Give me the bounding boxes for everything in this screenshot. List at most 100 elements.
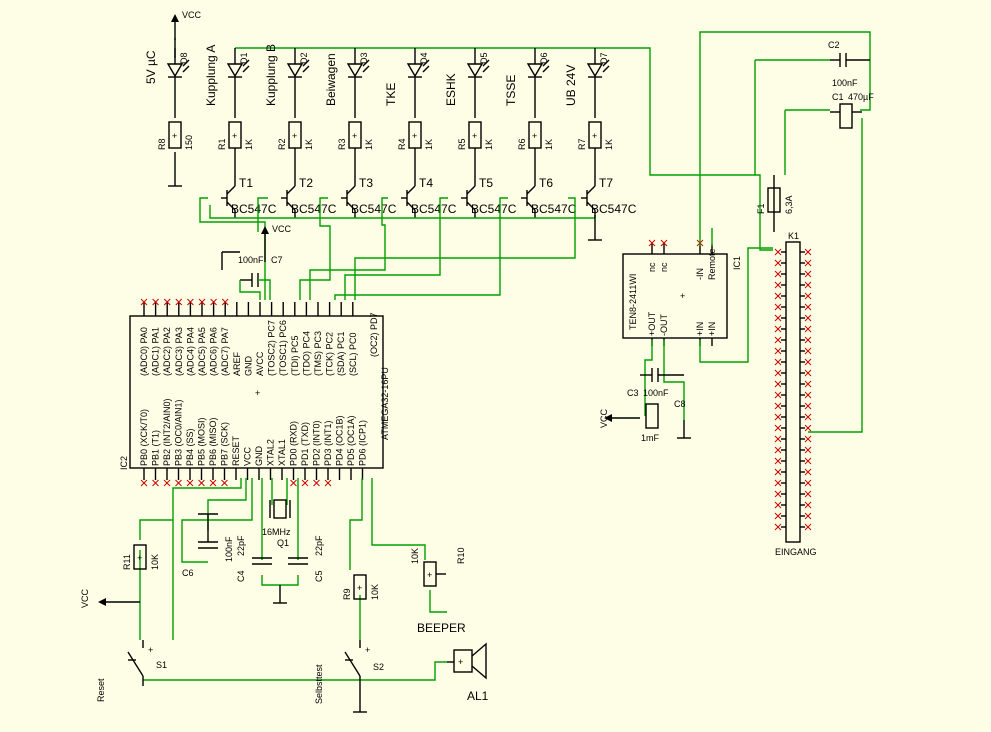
resistor-ref: R1 (217, 138, 227, 150)
mcu-bottom-pin: PD4 (OC1B) (335, 415, 345, 466)
mcu-top-pin: (TMS) PC3 (313, 331, 323, 376)
capacitor-c6: C6 100nF (182, 513, 234, 578)
resistor-value: 1K (304, 139, 314, 150)
vcc-avcc-symbol: VCC (261, 224, 292, 262)
buzzer-al1: + BEEPER AL1 (417, 621, 489, 703)
svg-text:+: + (292, 131, 297, 141)
fuse-value: 6,3A (784, 195, 794, 214)
svg-text:+: + (352, 131, 357, 141)
mcu-bottom-pin: PD3 (INT1) (323, 420, 333, 466)
c2-ref: C2 (828, 40, 840, 50)
mcu-bottom-pin: PD1 (TXD) (300, 422, 310, 466)
transistor-type: BC547C (471, 202, 517, 216)
led-ref: D1 (239, 52, 249, 64)
dcdc-bottom-pin: -OUT (659, 314, 669, 336)
dcdc-bottom-pin: +IN (695, 322, 705, 336)
led-label: ESHK (444, 73, 458, 106)
resistor-ref: R7 (577, 138, 587, 150)
mcu-top-pin: (TDO) PC4 (301, 331, 311, 376)
transistor-ref: T3 (359, 176, 373, 190)
vcc-left-label: VCC (80, 588, 90, 608)
resistor-value: 1K (244, 139, 254, 150)
c3-value: 100nF (643, 388, 669, 398)
mcu-bottom-pin: RESET (231, 435, 241, 466)
svg-text:+: + (472, 131, 477, 141)
mcu-bottom-pin: PB0 (XCK/T0) (139, 409, 149, 466)
vcc-c8-symbol: VCC (599, 408, 640, 428)
mcu-bottom-pin: PB7 (SCK) (220, 422, 230, 466)
capacitor-c8: C8 1mF (641, 399, 686, 443)
mcu-bottom-pin: PB4 (SS) (185, 428, 195, 466)
dcdc-ref: IC1 (732, 256, 742, 270)
transistor-type: BC547C (231, 202, 277, 216)
transistor-ref: T2 (299, 176, 313, 190)
svg-text:+: + (427, 570, 432, 580)
transistor-ref: T7 (599, 176, 613, 190)
led-label: TSSE (504, 75, 518, 106)
s1-ref: S1 (156, 660, 167, 670)
mcu-top-pin: (ADC0) PA0 (139, 327, 149, 376)
connector-ref: K1 (788, 231, 799, 241)
c1-value: 470µF (848, 92, 874, 102)
resistor-r10: + 10K R10 (410, 547, 466, 587)
capacitor-c2: C2 100nF (828, 40, 870, 88)
connector-k1: K1 EINGANG (774, 231, 817, 557)
dcdc-part: TEN8-2411WI (628, 274, 638, 330)
svg-text:+: + (365, 645, 370, 655)
transistor-ref: T5 (479, 176, 493, 190)
fuse-ref: F1 (756, 203, 766, 214)
mcu-top-pin: (TOSC1) PC6 (278, 320, 288, 376)
svg-text:+: + (357, 583, 362, 593)
vcc-avcc-label: VCC (272, 224, 292, 234)
buzzer-ref: AL1 (467, 689, 489, 703)
led-ref: D8 (179, 52, 189, 64)
mcu-top-pin: (ADC6) PA6 (209, 327, 219, 376)
dcdc-top-pin: -IN (695, 268, 705, 280)
mcu-top-pin: (ADC1) PA1 (151, 327, 161, 376)
led-ref: D5 (479, 52, 489, 64)
dcdc-bottom-pin: +IN (707, 322, 717, 336)
mcu-bottom-pin: GND (254, 446, 264, 467)
led-label: 5V µC (144, 50, 158, 84)
resistor-ref: R4 (397, 138, 407, 150)
resistor-ref: R3 (337, 138, 347, 150)
connector-label: EINGANG (775, 547, 817, 557)
c5-ref: C5 (314, 570, 324, 582)
buzzer-label: BEEPER (417, 621, 466, 635)
mcu-top-pin: (SDA) PC1 (336, 331, 346, 376)
transistor-ref: T6 (539, 176, 553, 190)
mcu-top-pin: (ADC5) PA5 (197, 327, 207, 376)
capacitor-c3: C3 100nF (627, 368, 684, 398)
resistor-value: 1K (604, 139, 614, 150)
capacitor-c1: C1 470µF (830, 92, 874, 129)
c1-ref: C1 (832, 92, 844, 102)
c2-value: 100nF (832, 78, 858, 88)
mcu-top-pin: (ADC3) PA3 (174, 327, 184, 376)
led-ref: D3 (359, 52, 369, 64)
capacitor-c5: C5 22pF (288, 535, 324, 582)
capacitor-c7: 100nF C7 (221, 251, 283, 300)
mcu-bottom-pin: PD6 (ICP1) (358, 420, 368, 466)
mcu-part: ATMEGA32-16PU (380, 367, 390, 440)
dcdc-top-pin: nc (647, 262, 657, 272)
r9-value: 10K (370, 584, 380, 600)
c7-ref: C7 (271, 255, 283, 265)
svg-text:+: + (412, 131, 417, 141)
resistor-ref: R5 (457, 138, 467, 150)
crystal-value: 16MHz (262, 527, 291, 537)
resistor-ref: R8 (157, 138, 167, 150)
resistor-value: 150 (184, 135, 194, 150)
